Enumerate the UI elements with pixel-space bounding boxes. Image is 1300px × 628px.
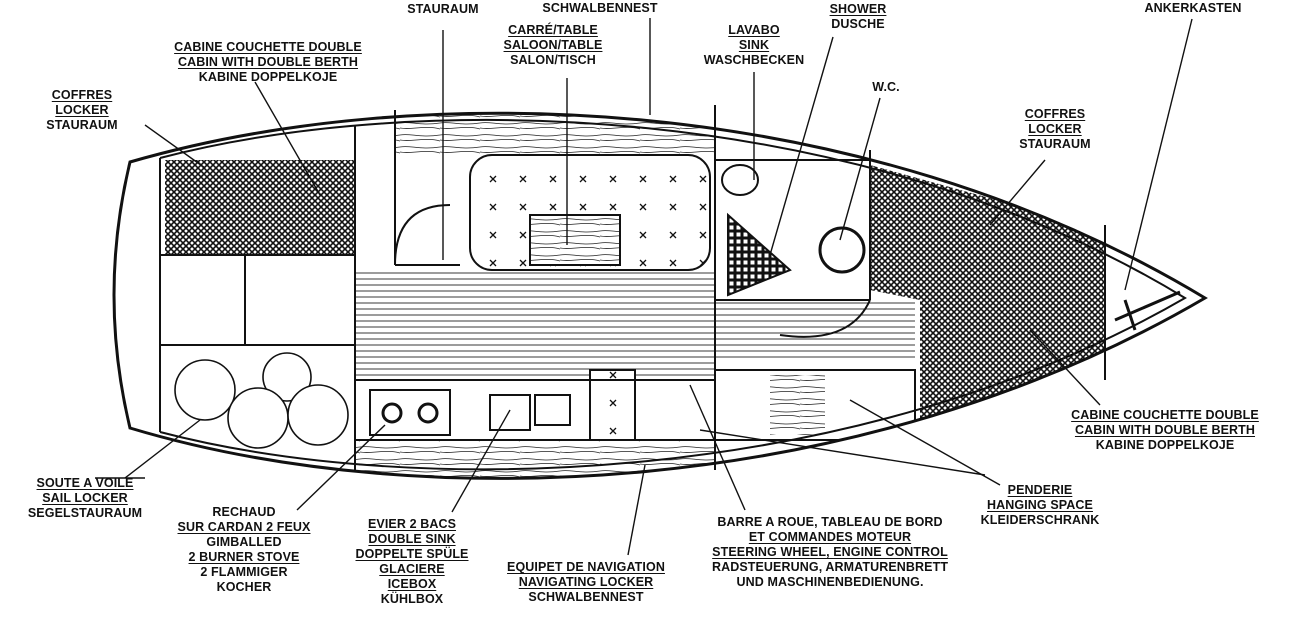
label-line: SINK [738, 38, 770, 52]
label-line: SALOON/TABLE [503, 38, 603, 52]
label-line: ET COMMANDES MOTEUR [748, 530, 912, 544]
label-line: DOPPELTE SPÜLE [355, 547, 469, 561]
label-line: PENDERIE [1007, 483, 1073, 497]
label-line: UND MASCHINENBEDIENUNG. [736, 575, 924, 589]
burner-icon [381, 402, 403, 424]
label-line: RADSTEUERUNG, ARMATURENBRETT [711, 560, 949, 574]
label-line: SUR CARDAN 2 FEUX [177, 520, 311, 534]
label-line: SHOWER [829, 2, 887, 16]
label-line: EVIER 2 BACS [367, 517, 457, 531]
label-line: 2 BURNER STOVE [188, 550, 300, 564]
label-line: KABINE DOPPELKOJE [1095, 438, 1235, 452]
label-line: ICEBOX [387, 577, 437, 591]
toilet [818, 226, 866, 274]
label-line: KABINE DOPPELKOJE [198, 70, 338, 84]
label-nav-top: SCHWALBENNEST [542, 1, 657, 16]
label-line: CABIN WITH DOUBLE BERTH [177, 55, 359, 69]
label-storage-top: STAURAUM [407, 2, 478, 17]
label-line: EQUIPET DE NAVIGATION [507, 560, 665, 574]
washbasin [721, 164, 759, 196]
label-line: COFFRES [1024, 107, 1086, 121]
label-line: BARRE A ROUE, TABLEAU DE BORD [717, 515, 943, 529]
label-line: LAVABO [728, 23, 780, 37]
label-line: NAVIGATING LOCKER [518, 575, 654, 589]
label-line: LOCKER [55, 103, 109, 117]
label-line: HANGING SPACE [987, 498, 1093, 512]
bottom-lockers [355, 440, 715, 479]
galley-sink-left [489, 394, 531, 431]
label-line: LOCKER [1028, 122, 1082, 136]
label-line: W.C. [872, 80, 900, 94]
label-line: DOUBLE SINK [368, 532, 456, 546]
label-line: SEGELSTAURAUM [27, 506, 143, 520]
label-line: SCHWALBENNEST [528, 590, 644, 604]
anchor-icon [1114, 290, 1181, 331]
hull-inner-line [159, 118, 1187, 471]
label-line: GLACIERE [379, 562, 445, 576]
hull-outline [112, 111, 1208, 480]
label-line: STAURAUM [46, 118, 118, 132]
label-line: STEERING WHEEL, ENGINE CONTROL [712, 545, 948, 559]
label-wc: W.C. [872, 80, 899, 95]
saloon-table [529, 214, 621, 266]
label-line: KLEIDERSCHRANK [980, 513, 1100, 527]
aft-cabin-berth [165, 160, 355, 255]
label-line: STAURAUM [1019, 137, 1091, 151]
label-line: 2 FLAMMIGER [200, 565, 288, 579]
label-line: CABINE COUCHETTE DOUBLE [1071, 408, 1259, 422]
label-line: GIMBALLED [206, 535, 282, 549]
shower-grate [727, 212, 792, 297]
label-line: STAURAUM [407, 2, 479, 16]
leader-lines [95, 18, 1193, 556]
label-line: RECHAUD [212, 505, 276, 519]
locker-panel [770, 375, 825, 435]
label-line: SCHWALBENNEST [542, 1, 658, 15]
label-line: CARRÉ/TABLE [508, 23, 598, 37]
label-line: COFFRES [51, 88, 113, 102]
label-line: ANKERKASTEN [1144, 1, 1242, 15]
galley-sink-right [534, 394, 571, 426]
label-line: CABIN WITH DOUBLE BERTH [1074, 423, 1256, 437]
cabin-sole [355, 270, 715, 380]
sail-locker-bags [174, 352, 349, 449]
label-line: KÜHLBOX [380, 592, 444, 606]
forward-cabin-berth [870, 165, 1105, 430]
label-line: CABINE COUCHETTE DOUBLE [174, 40, 362, 54]
burner-icon [417, 402, 439, 424]
bulkheads [159, 105, 1106, 470]
label-line: SOUTE A VOILE [36, 476, 134, 490]
label-line: SALON/TISCH [510, 53, 596, 67]
label-line: KOCHER [216, 580, 272, 594]
label-anchor-locker: ANKERKASTEN [1145, 1, 1242, 16]
label-line: SAIL LOCKER [42, 491, 128, 505]
label-line: DUSCHE [831, 17, 885, 31]
label-line: WASCHBECKEN [703, 53, 805, 67]
passage-sole [715, 300, 915, 360]
